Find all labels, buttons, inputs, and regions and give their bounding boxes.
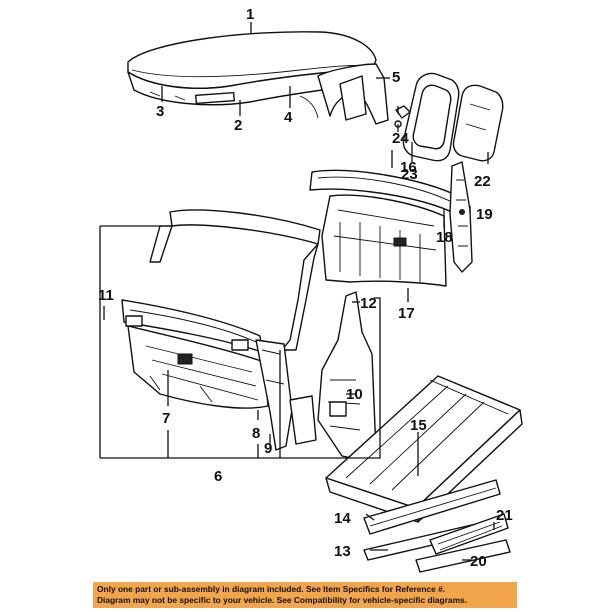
corner-pillar: [255, 339, 293, 451]
callout-20: 20: [470, 553, 487, 570]
quarter-inner-panel: [321, 194, 447, 287]
callout-15: 15: [410, 417, 427, 434]
callout-22: 22: [474, 173, 491, 190]
back-panel: [127, 325, 269, 409]
callout-5: 5: [392, 69, 400, 86]
quarter-window-frame: [402, 72, 460, 162]
back-panel-frame: [121, 209, 321, 353]
callout-11: 11: [98, 287, 114, 304]
callout-4: 4: [284, 109, 293, 126]
callout-2: 2: [234, 117, 242, 134]
callout-19: 19: [476, 206, 493, 223]
callout-18: 18: [436, 229, 453, 246]
step-plate: [415, 513, 511, 573]
pillar-reinforcement: [449, 161, 473, 273]
callout-10: 10: [346, 386, 363, 403]
roof-panel: [127, 31, 389, 125]
callout-7: 7: [162, 410, 170, 427]
callout-17: 17: [398, 305, 415, 322]
disclaimer-line-2: Diagram may not be specific to your vehi…: [97, 595, 468, 605]
disclaimer-banner: Only one part or sub-assembly in diagram…: [93, 582, 517, 608]
callout-21: 21: [496, 507, 513, 524]
callout-3: 3: [156, 103, 164, 120]
callout-13: 13: [334, 543, 351, 560]
callout-labels: 1 3 2 4 5 24 16 23 22 18 19 17 12 11 10 …: [98, 6, 513, 570]
leader-lines: [99, 22, 495, 561]
callout-9: 9: [264, 440, 272, 457]
parts-diagram: 1 3 2 4 5 24 16 23 22 18 19 17 12 11 10 …: [98, 6, 523, 573]
callout-8: 8: [252, 425, 260, 442]
callout-6: 6: [214, 468, 222, 485]
callout-24: 24: [392, 130, 409, 147]
floor-pan: [325, 375, 523, 523]
callout-14: 14: [334, 510, 351, 527]
disclaimer-line-1: Only one part or sub-assembly in diagram…: [97, 584, 446, 594]
quarter-window-glass: [452, 84, 504, 162]
center-pillar: [289, 291, 377, 461]
callout-1: 1: [246, 6, 254, 23]
callout-12: 12: [360, 295, 377, 312]
callout-23: 23: [401, 166, 418, 183]
callout-16: 16: [400, 159, 417, 176]
